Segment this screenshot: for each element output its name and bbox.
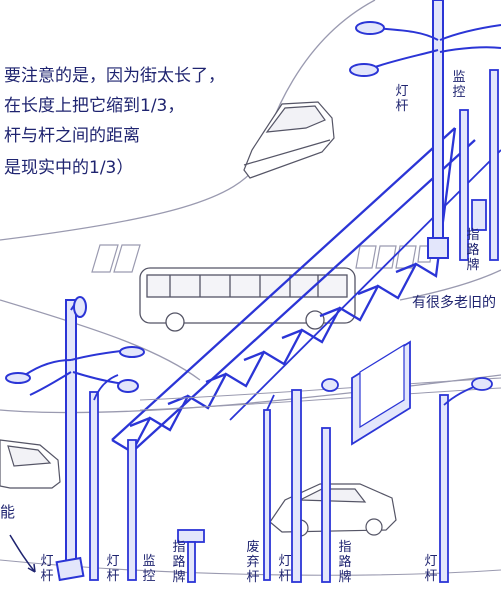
- label-sign-top: 指路牌: [466, 228, 480, 273]
- gantry-truss: [111, 127, 476, 454]
- lamp-pole-left: [5, 296, 145, 582]
- label-lamp-c: 灯杆: [278, 554, 292, 584]
- pole-b-lamp: [89, 374, 119, 581]
- pole-d-lamp: [439, 377, 493, 583]
- label-sign-c: 指路牌: [338, 540, 352, 585]
- road-curb-right: [399, 269, 501, 301]
- top-lamp-pole: [349, 0, 501, 259]
- side-note: 有很多老旧的: [412, 295, 496, 311]
- car-left: [0, 439, 61, 489]
- label-lamp-top: 灯杆: [395, 84, 409, 114]
- label-sign-b: 指路牌: [172, 540, 186, 585]
- overhead-wire: [229, 149, 501, 421]
- note-line-4: 是现实中的1/3）: [4, 158, 134, 178]
- pointer-arrow: [9, 534, 36, 573]
- note-line-1: 要注意的是，因为街太长了，: [4, 66, 225, 86]
- note-line-3: 杆与杆之间的距离: [4, 126, 140, 146]
- pole-abandoned: [263, 394, 275, 581]
- label-abandoned: 废弃杆: [246, 540, 260, 585]
- road-curb-mid: [0, 299, 201, 381]
- label-lamp-a: 灯杆: [40, 554, 54, 584]
- pole-b-sign: [177, 529, 205, 583]
- pole-c-sign: [321, 427, 331, 583]
- label-lamp-b: 灯杆: [106, 554, 120, 584]
- pointer-arrowhead: [27, 563, 36, 573]
- sign-board: [351, 340, 411, 446]
- car-right: [269, 483, 397, 537]
- label-monitor-top: 监控: [452, 70, 466, 100]
- power-lines: [139, 377, 501, 411]
- pole-b-monitor: [127, 439, 137, 581]
- label-monitor-b: 监控: [142, 554, 156, 584]
- cut-text: 能: [0, 503, 16, 521]
- note-line-2: 在长度上把它缩到1/3，: [4, 96, 185, 116]
- bus: [139, 267, 356, 332]
- top-pole-2: [459, 69, 499, 261]
- pole-c-lamp: [291, 378, 339, 583]
- label-lamp-d: 灯杆: [424, 554, 438, 584]
- car-top: [243, 101, 335, 179]
